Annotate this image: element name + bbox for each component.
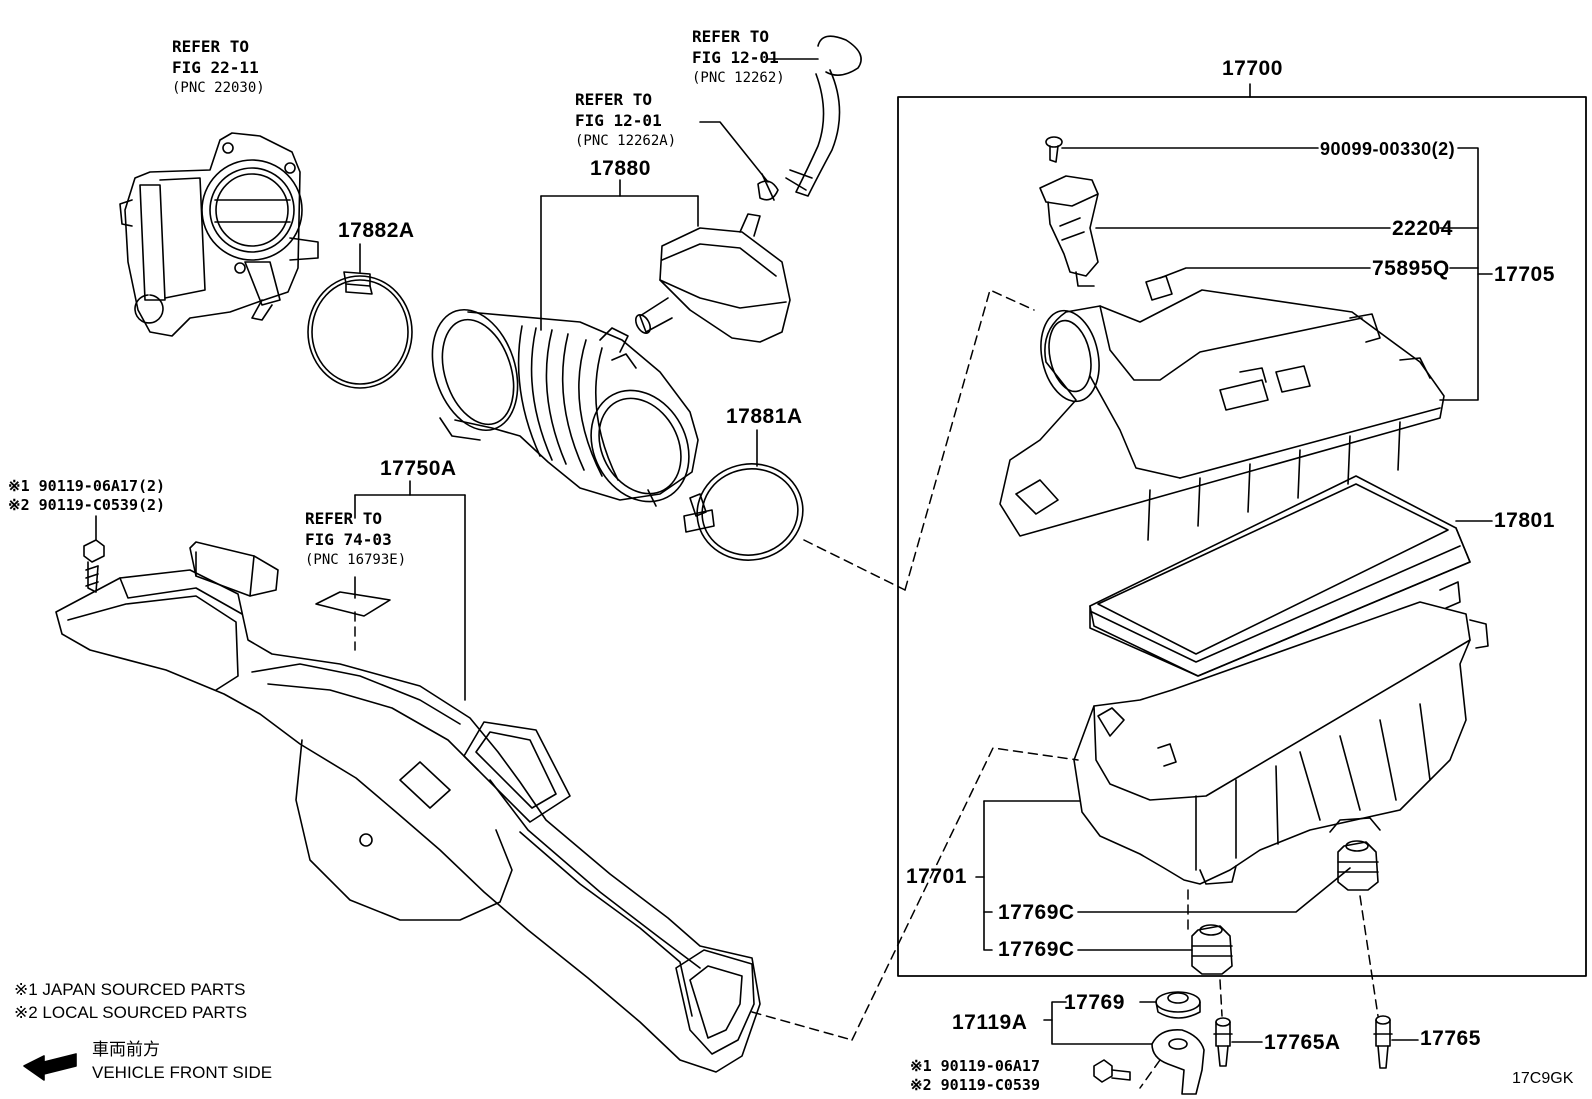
legend-local: ※2 LOCAL SOURCED PARTS [14,1003,248,1022]
pin-17765-drawing [1373,1015,1393,1069]
part-label-17705[interactable]: 17705 [1494,263,1555,286]
bolt-bottom-japan[interactable]: ※1 90119-06A17 [910,1057,1040,1075]
air-duct-17750a-drawing [55,541,761,1073]
assembly-frame-17700 [897,96,1587,977]
legend-japan: ※1 JAPAN SOURCED PARTS [14,980,246,999]
part-label-75895q[interactable]: 75895Q [1372,257,1450,280]
front-side-jp: 車両前方 [92,1040,160,1059]
label-75895q-drawing [1145,275,1173,301]
part-label-17700[interactable]: 17700 [1222,57,1283,80]
ref-line1: REFER TO [305,509,383,528]
part-label-17801[interactable]: 17801 [1494,509,1555,532]
bolt-bottom-drawing [1093,1059,1131,1083]
air-cleaner-case-drawing [1073,581,1489,885]
bolt-left-japan[interactable]: ※1 90119-06A17(2) [8,477,166,495]
part-label-17769c-a[interactable]: 17769C [998,901,1075,924]
front-arrow-icon [23,1053,77,1081]
resonator-drawing [634,213,791,343]
clamp-17881a-drawing [683,463,804,561]
screw-90099-drawing [1045,136,1063,163]
phantom-lines [354,289,1379,1089]
ref-line2: FIG 22-11 [172,58,259,77]
ref-hose-12262a: REFER TO FIG 12-01 (PNC 12262A) [575,89,676,152]
ref-pnc: (PNC 12262) [692,70,785,86]
part-label-17769[interactable]: 17769 [1064,991,1125,1014]
breather-hose-drawing [757,35,862,201]
part-label-17881a[interactable]: 17881A [726,405,803,428]
ref-hose-12262: REFER TO FIG 12-01 (PNC 12262) [692,26,785,89]
part-label-17750a[interactable]: 17750A [380,457,457,480]
part-label-17769c-b[interactable]: 17769C [998,938,1075,961]
ref-line2: FIG 74-03 [305,530,392,549]
figure-code: 17C9GK [1512,1070,1574,1087]
bolt-bottom-local[interactable]: ※2 90119-C0539 [910,1076,1040,1094]
ref-throttle-body: REFER TO FIG 22-11 (PNC 22030) [172,36,265,99]
ref-duct-16793e: REFER TO FIG 74-03 (PNC 16793E) [305,508,406,571]
part-label-17765[interactable]: 17765 [1420,1027,1481,1050]
ref-pnc: (PNC 16793E) [305,552,407,568]
ref-line2: FIG 12-01 [692,48,779,67]
legend: ※1 JAPAN SOURCED PARTS ※2 LOCAL SOURCED … [14,978,247,1024]
part-label-22204[interactable]: 22204 [1392,217,1453,240]
ref-line2: FIG 12-01 [575,111,662,130]
bracket-17119a-drawing [1151,1028,1205,1095]
part-label-17880[interactable]: 17880 [590,157,651,180]
front-side-label: 車両前方 VEHICLE FRONT SIDE [92,1038,272,1084]
bolt-bottom-note: ※1 90119-06A17 ※2 90119-C0539 [910,1057,1040,1095]
part-label-17765a[interactable]: 17765A [1264,1031,1341,1054]
inlet-hose-17880-drawing [431,308,699,507]
grommet-17769c-bottom-drawing [1191,924,1233,975]
part-label-17119a[interactable]: 17119A [952,1011,1028,1034]
label-plate-drawing [315,591,391,617]
leader-lines [95,58,1493,1045]
bolt-left-note: ※1 90119-06A17(2) ※2 90119-C0539(2) [8,477,165,515]
bolt-left-drawing [83,539,105,593]
ref-pnc: (PNC 12262A) [575,133,677,149]
case-cover-drawing [999,289,1445,541]
cushion-17769-drawing [1155,991,1201,1019]
throttle-body-drawing [119,132,319,337]
grommet-17769c-right-drawing [1337,840,1379,891]
ref-line1: REFER TO [692,27,770,46]
ref-line1: REFER TO [172,37,250,56]
part-label-17701[interactable]: 17701 [906,865,967,888]
clamp-17882a-drawing [307,271,413,389]
part-label-90099-00330[interactable]: 90099-00330(2) [1320,139,1456,159]
mass-airflow-sensor-drawing [1039,175,1099,287]
ref-pnc: (PNC 22030) [172,80,265,96]
pin-17765a-drawing [1213,1017,1233,1067]
part-label-17882a[interactable]: 17882A [338,219,415,242]
air-filter-element-drawing [1089,475,1471,677]
front-side-en: VEHICLE FRONT SIDE [92,1063,273,1082]
bolt-left-local[interactable]: ※2 90119-C0539(2) [8,496,166,514]
ref-line1: REFER TO [575,90,653,109]
